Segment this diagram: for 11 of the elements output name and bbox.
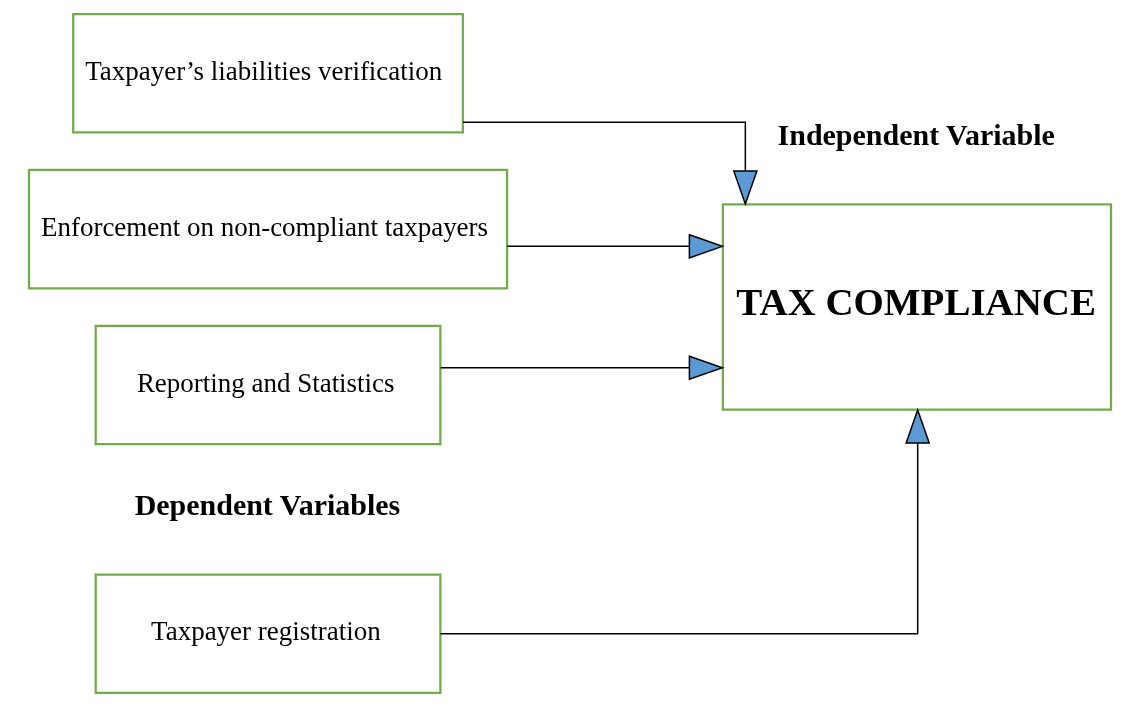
arrow	[461, 121, 758, 207]
node-box: TAX COMPLIANCE	[721, 203, 1112, 411]
node-box: Reporting and Statistics	[94, 324, 441, 446]
arrow	[506, 233, 725, 259]
node-box: Taxpayer’s liabilities verification	[71, 12, 464, 134]
label: Dependent Variables	[134, 488, 400, 522]
label: Independent Variable	[777, 118, 1055, 152]
node-box: Enforcement on non-compliant taxpayers	[27, 168, 508, 290]
arrow	[439, 407, 930, 635]
node-box: Taxpayer registration	[94, 573, 441, 695]
arrow	[439, 355, 725, 381]
